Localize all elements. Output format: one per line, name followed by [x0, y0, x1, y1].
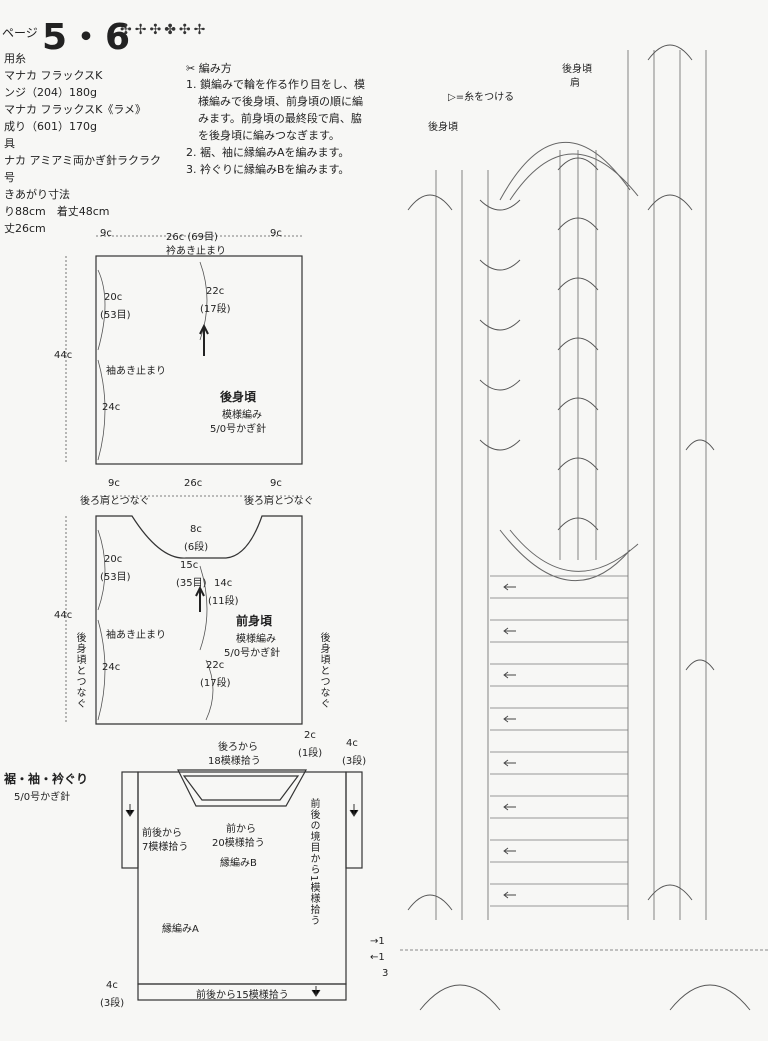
front-neck-rows: (6段) [184, 542, 209, 553]
back-top-right-dim: 9c [270, 228, 282, 239]
front-body-shape [95, 515, 303, 725]
back-body-name: 後身頃 [220, 390, 257, 404]
edging-right-4c: 4c [346, 738, 358, 749]
front-join-right: 後身頃とつなぐ [318, 632, 329, 709]
method-line: 1. 鎖編みで輪を作る作り目をし、模 [186, 78, 365, 91]
edging-hook: 5/0号かぎ針 [14, 792, 71, 803]
edging-back-count: 18模様拾う [208, 756, 261, 767]
back-left-upper-dim: 20c [104, 292, 123, 303]
back-top-left-dim: 9c [100, 228, 112, 239]
back-center-rows: (17段) [200, 304, 231, 315]
scissors-icon: ✂ [186, 62, 196, 75]
edging-2c: 2c [304, 730, 316, 741]
method-line: みます。前身頃の最終段で肩、脇 [198, 112, 362, 125]
materials-list: 用糸 マナカ フラックスK ンジ（204）180g マナカ フラックスK《ラメ》… [4, 50, 180, 237]
materials-line: 具 [4, 137, 15, 150]
chart-back-shoulder-label: 後身頃 [562, 64, 592, 75]
materials-line: り88cm 着丈48cm [4, 205, 110, 218]
edging-side-pick: 前後の境目から1模様拾う [308, 798, 319, 927]
shell-motifs [407, 44, 751, 1011]
materials-line: 号 [4, 171, 15, 184]
front-side-upper-rows: (11段) [208, 596, 239, 607]
front-body-name: 前身頃 [236, 614, 273, 628]
edging-right-4c-rows: (3段) [342, 756, 367, 767]
edging-front-left-count: 7模様拾う [142, 842, 189, 853]
back-pattern: 模様編み [222, 410, 262, 421]
back-height-dim: 44c [54, 350, 73, 361]
method-heading: ✂ 編み方 [186, 62, 232, 75]
chart-row-arrow-2: ←1 [370, 952, 385, 963]
back-top-mid-dim: 26c (69目) [166, 232, 218, 243]
materials-line: 用糸 [4, 52, 26, 65]
edging-bottom-pick: 前後から15模様拾う [196, 990, 289, 1001]
materials-line: マナカ フラックスK [4, 69, 103, 82]
materials-line: マナカ フラックスK《ラメ》 [4, 103, 147, 116]
back-body-shape [95, 255, 303, 465]
materials-line: ナカ アミアミ両かぎ針ラクラク [4, 154, 162, 167]
materials-line: 丈26cm [4, 222, 46, 235]
chart-back-label: 後身頃 [428, 122, 458, 133]
front-pattern: 模様編み [236, 634, 276, 645]
method-line: 様編みで後身頃、前身頃の順に編 [198, 95, 363, 108]
edging-b-label: 縁編みB [220, 858, 257, 869]
front-join-left: 後身頃とつなぐ [74, 632, 85, 709]
method-line: を後身頃に編みつなぎます。 [198, 129, 340, 142]
schematic-diagrams [65, 235, 363, 1001]
front-neck-width: 15c [180, 560, 199, 571]
stitch-rows [490, 575, 628, 907]
back-left-upper-rows: (53目) [100, 310, 131, 321]
front-top-mid-dim: 26c [184, 478, 203, 489]
edging-2c-rows: (1段) [298, 748, 323, 759]
back-neck-stop: 衿あき止まり [166, 246, 226, 257]
front-center-rows: (17段) [200, 678, 231, 689]
chart-row-arrow-1: →1 [370, 936, 385, 947]
edging-from-front-left: 前後から [142, 828, 182, 839]
back-sleeve-stop: 袖あき止まり [106, 366, 166, 377]
edging-front-count: 20模様拾う [212, 838, 265, 849]
materials-line: 成り（601）170g [4, 120, 97, 133]
front-direction-arrow [195, 585, 205, 612]
crochet-chart-drawing [400, 44, 768, 1011]
back-left-lower-dim: 24c [102, 402, 121, 413]
method-line: 3. 衿ぐりに縁編みBを編みます。 [186, 163, 350, 176]
chart-legend: ▷=糸をつける [448, 92, 515, 103]
front-sleeve-stop: 袖あき止まり [106, 630, 166, 641]
back-hook: 5/0号かぎ針 [210, 424, 267, 435]
front-left-lower-dim: 24c [102, 662, 121, 673]
front-hook: 5/0号かぎ針 [224, 648, 281, 659]
front-shoulder-right: 後ろ肩とつなぐ [244, 496, 314, 507]
edging-from-front: 前から [226, 824, 256, 835]
front-left-upper-rows: (53目) [100, 572, 131, 583]
edging-from-back: 後ろから [218, 742, 258, 753]
front-side-upper-dim: 14c [214, 578, 233, 589]
front-height-dim: 44c [54, 610, 73, 621]
edging-title: 裾・袖・衿ぐり [4, 772, 89, 786]
page-label: ページ [2, 26, 38, 40]
front-shoulder-left: 後ろ肩とつなぐ [80, 496, 150, 507]
materials-line: ンジ（204）180g [4, 86, 97, 99]
front-top-right-dim: 9c [270, 478, 282, 489]
materials-line: きあがり寸法 [4, 188, 70, 201]
back-direction-arrow [199, 323, 209, 356]
edging-bottom-4c: 4c [106, 980, 118, 991]
front-neck-stitches: (35目) [176, 578, 207, 589]
chart-row-3: 3 [382, 968, 389, 979]
crochet-chart: ▷=糸をつける 後身頃 後身頃 肩 →1 ←1 3 [370, 20, 768, 1030]
pattern-number: 5・6 [42, 17, 132, 58]
edging-a-label: 縁編みA [162, 924, 199, 935]
front-center-dim: 22c [206, 660, 225, 671]
front-neck-depth: 8c [190, 524, 202, 535]
edging-bottom-4c-rows: (3段) [100, 998, 125, 1009]
front-top-left-dim: 9c [108, 478, 120, 489]
method-line: 2. 裾、袖に縁編みAを編みます。 [186, 146, 350, 159]
decoration-icons: ✣✢✣✤✣✢ [120, 22, 209, 38]
knitting-method: ✂ 編み方 1. 鎖編みで輪を作る作り目をし、模 様編みで後身頃、前身頃の順に編… [186, 60, 365, 178]
edging-shape [121, 769, 363, 1001]
front-left-upper-dim: 20c [104, 554, 123, 565]
chart-shoulder-label: 肩 [570, 78, 580, 89]
back-center-dim: 22c [206, 286, 225, 297]
